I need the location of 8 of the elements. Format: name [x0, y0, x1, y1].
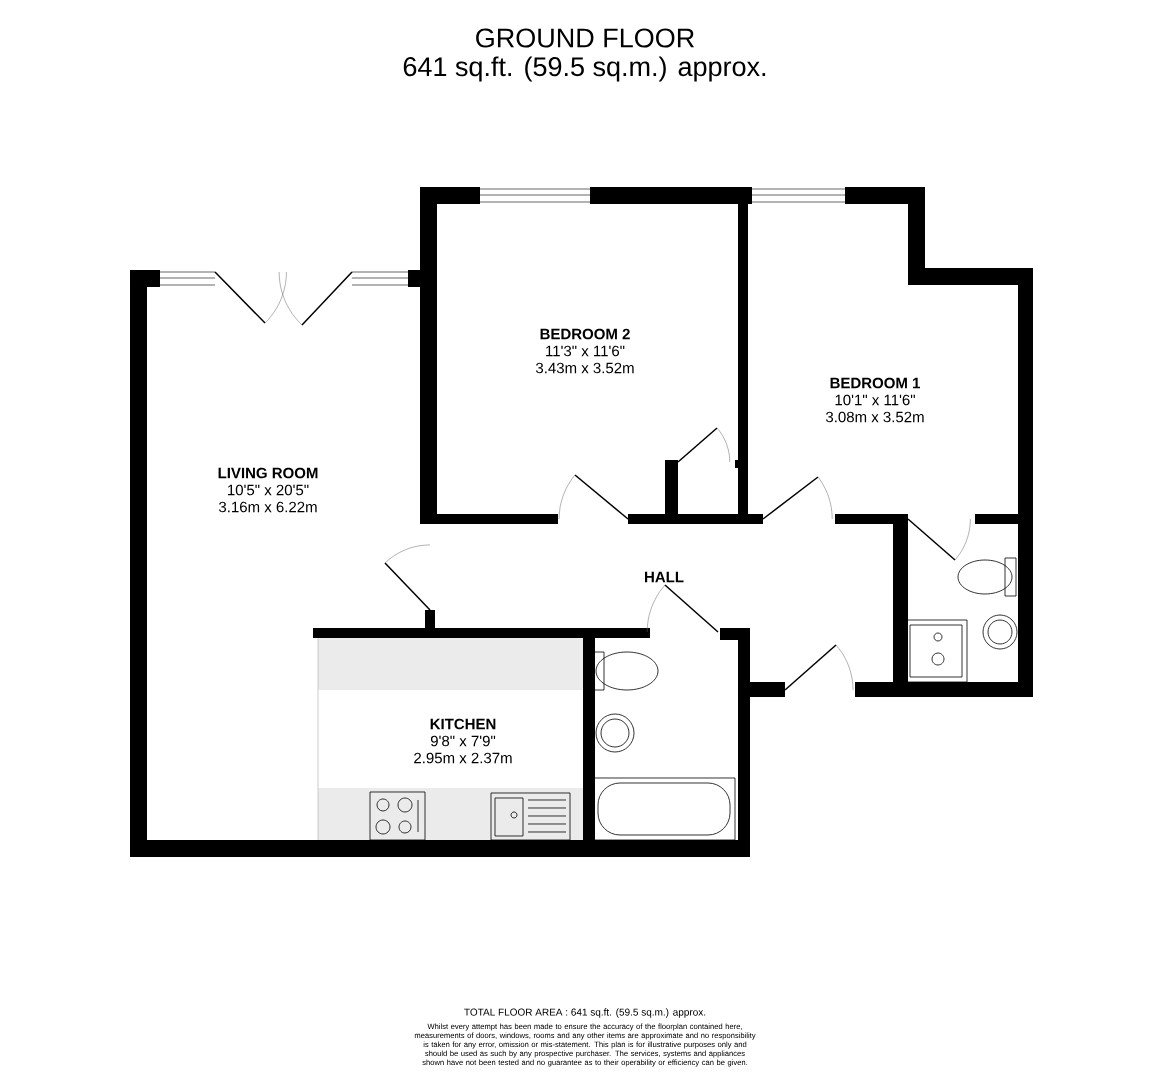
room-label: BEDROOM 2 11'3" x 11'6" 3.43m x 3.52m	[536, 328, 634, 374]
room-label: KITCHEN 9'8" x 7'9" 2.95m x 2.37m	[414, 718, 512, 764]
room-label: LIVING ROOM 10'5" x 20'5" 3.16m x 6.22m	[218, 467, 318, 513]
title: GROUND FLOOR	[476, 28, 694, 48]
room-label: BEDROOM 1 10'1" x 11'6" 3.08m x 3.52m	[826, 377, 924, 423]
room-label: HALL	[645, 571, 684, 583]
area-note: TOTAL FLOOR AREA : 641 sq.ft. (59.5 sq.m.) approx.	[464, 1008, 706, 1018]
subtitle: 641 sq.ft. (59.5 sq.m.) approx.	[403, 56, 766, 82]
